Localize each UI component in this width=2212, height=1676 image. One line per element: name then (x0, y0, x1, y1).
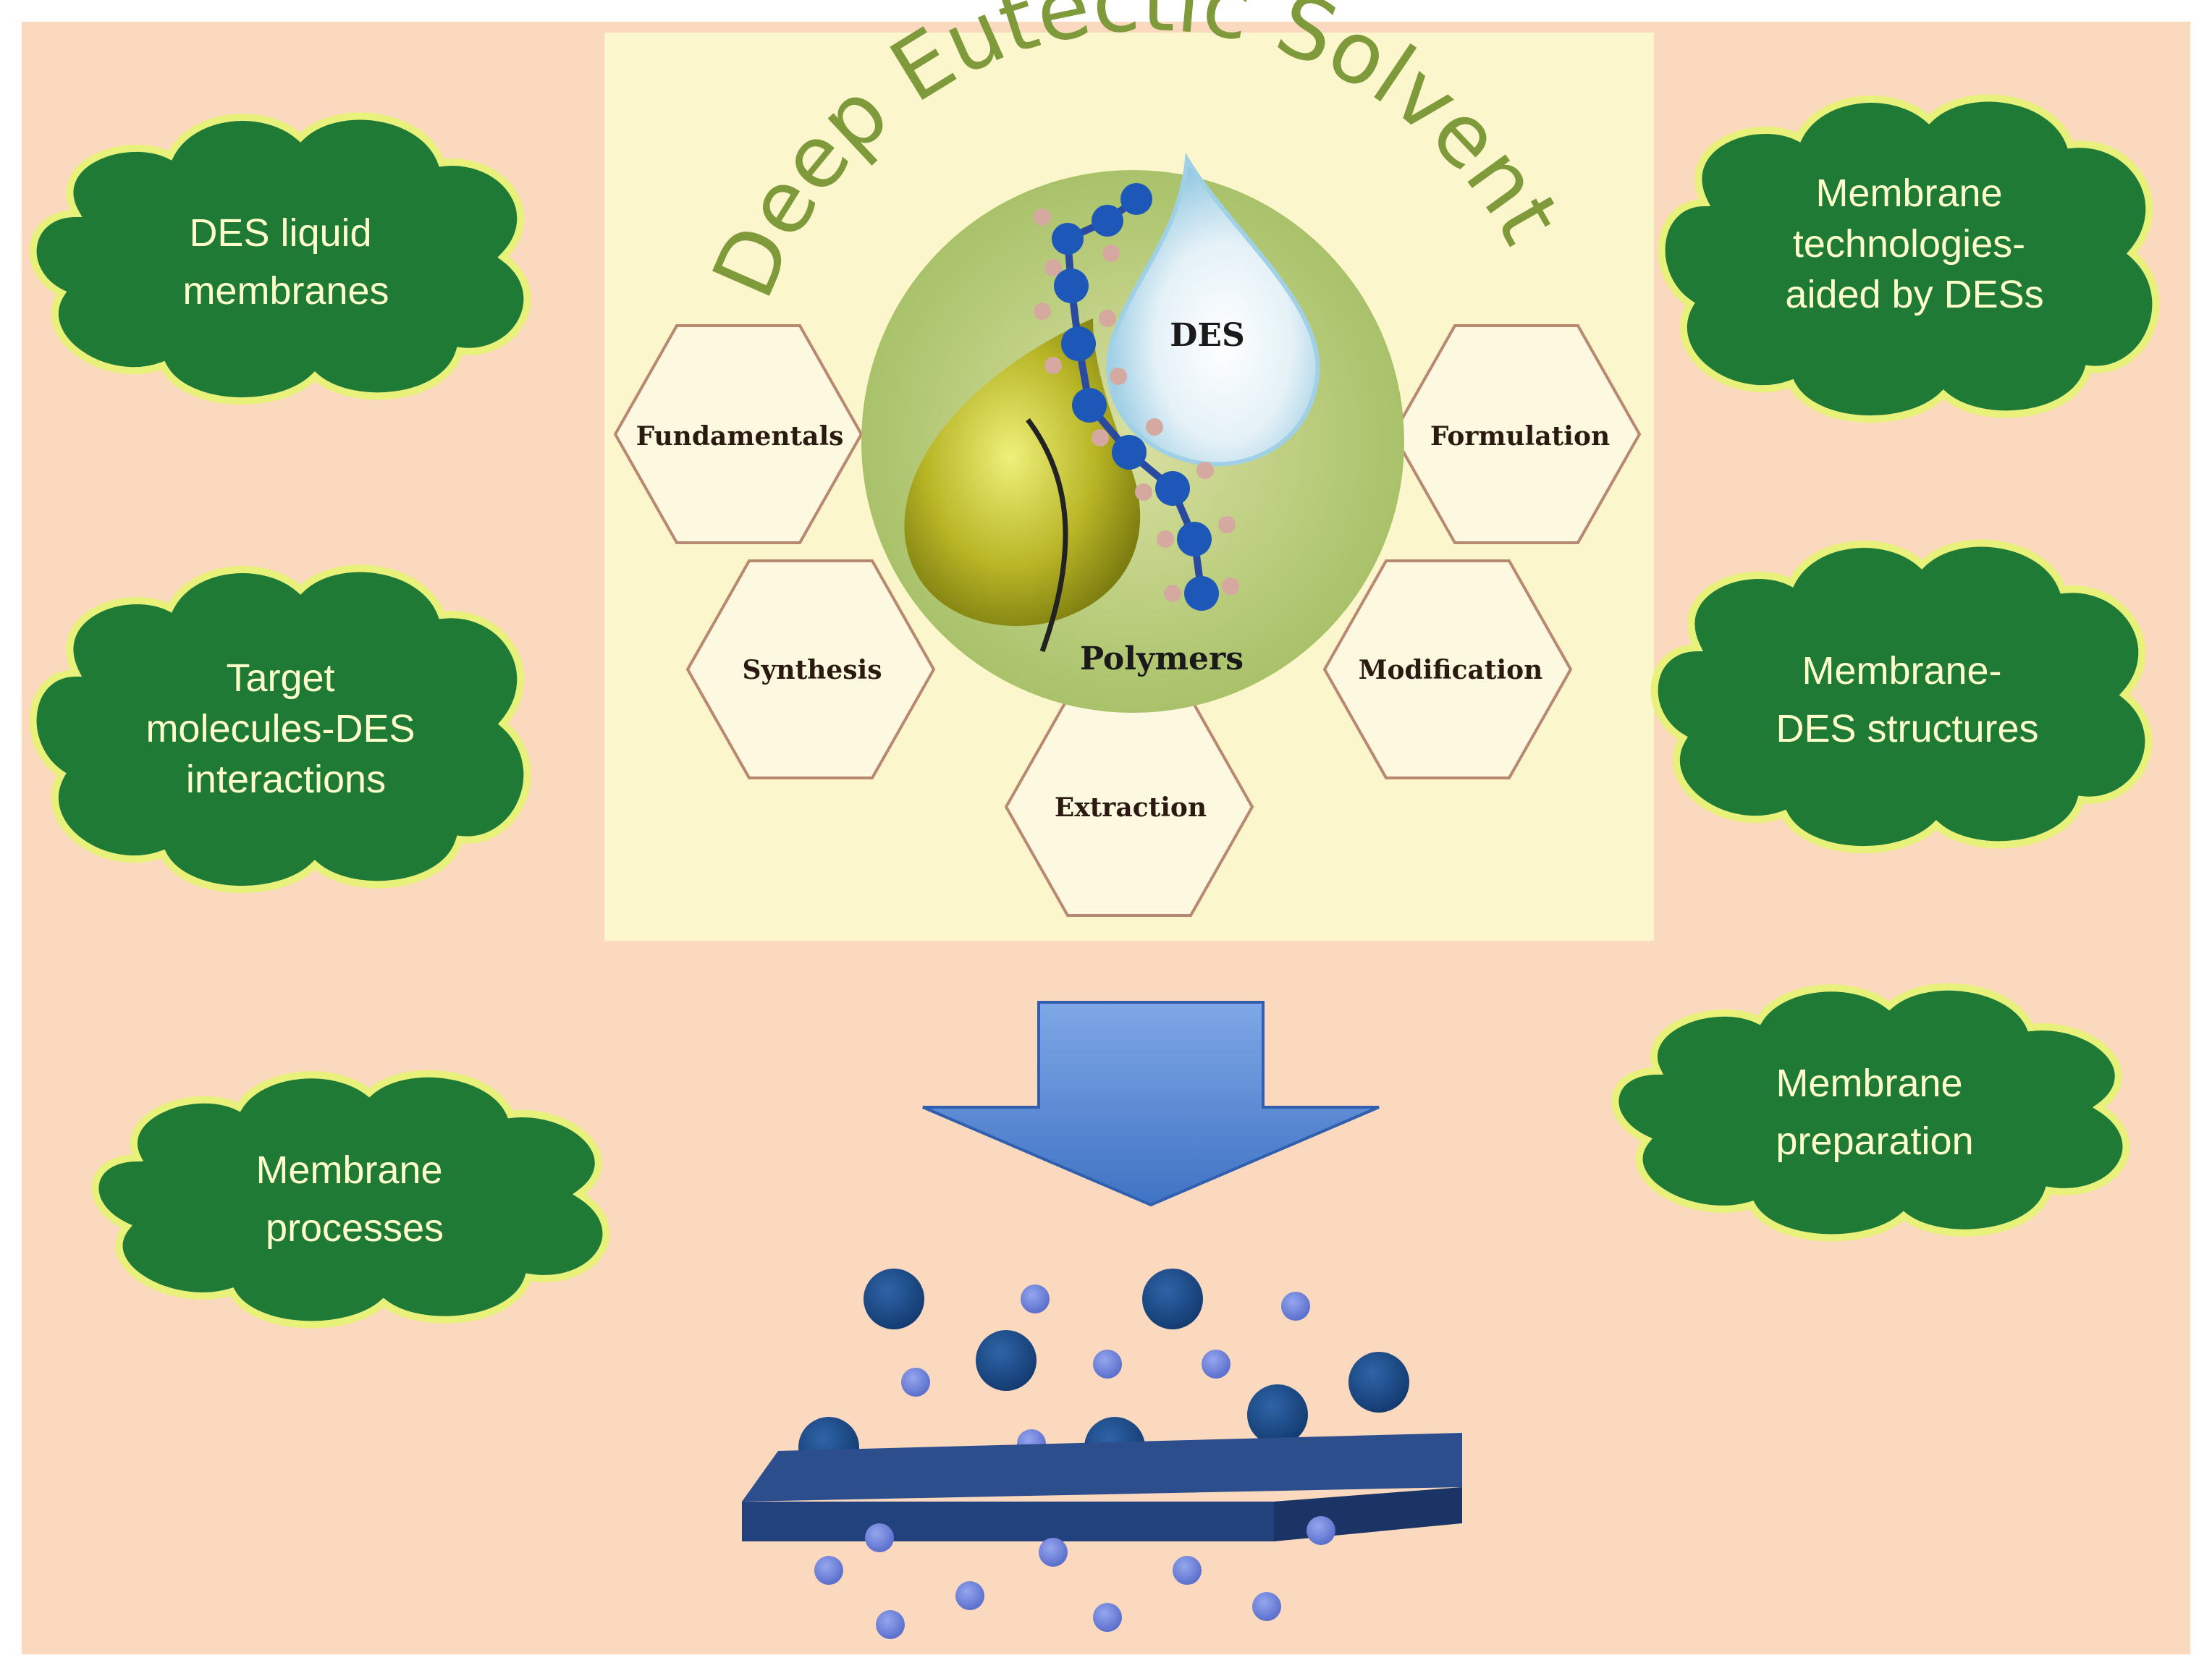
hexagon-synthesis: Synthesis (685, 559, 936, 779)
polymer-chain-icon (1034, 183, 1239, 611)
cloud-membrane-preparation-text: Membrane preparation (1776, 1062, 1973, 1163)
cloud-target-molecules-text: Target molecules-DES interactions (145, 656, 426, 801)
cloud-line: Membrane (1815, 172, 2002, 215)
polymers-label: Polymers (1080, 640, 1244, 677)
cloud-membrane-des-structures: Membrane- DES structures (1650, 539, 2153, 854)
cloud-membrane-des-structures-text: Membrane- DES structures (1776, 649, 2038, 750)
membrane-illustration (742, 1269, 1462, 1639)
hexagon-fundamentals: Fundamentals (613, 324, 864, 544)
cloud-membrane-preparation: Membrane preparation (1611, 983, 2130, 1242)
cloud-line: aided by DESs (1785, 273, 2043, 316)
particle-small-below (814, 1516, 1335, 1639)
cloud-membrane-technologies: Membrane technologies- aided by DESs (1658, 94, 2160, 423)
cloud-membrane-processes-text: Membrane processes (256, 1148, 453, 1250)
membrane-slab (742, 1502, 1274, 1541)
cloud-membrane-processes: Membrane processes (91, 1070, 610, 1329)
down-arrow-icon (922, 1001, 1380, 1207)
cloud-line: preparation (1776, 1120, 1973, 1163)
hexagon-synthesis-label: Synthesis (742, 655, 882, 685)
leaf-vein-icon (1026, 418, 1068, 653)
des-label: DES (1170, 317, 1244, 354)
hexagon-fundamentals-label: Fundamentals (636, 421, 844, 452)
membrane-top-face (742, 1433, 1462, 1502)
hexagon-formulation-label: Formulation (1430, 421, 1610, 452)
cloud-line: Membrane (256, 1148, 442, 1192)
cloud-des-liquid-membranes-text: DES liquid membranes (182, 211, 389, 313)
cloud-line: Membrane (1776, 1062, 1962, 1105)
cloud-line: processes (266, 1206, 444, 1250)
cloud-line: technologies- (1793, 222, 2025, 266)
cloud-target-molecules: Target molecules-DES interactions (29, 564, 531, 894)
cloud-line: membranes (182, 269, 389, 313)
hexagon-modification: Modification (1322, 559, 1573, 779)
cloud-membrane-technologies-text: Membrane technologies- aided by DESs (1785, 172, 2043, 316)
cloud-line: DES structures (1776, 707, 2038, 750)
cloud-des-liquid-membranes: DES liquid membranes (29, 112, 531, 405)
hexagon-formulation: Formulation (1391, 324, 1642, 544)
cloud-line: Target (226, 656, 334, 700)
hexagon-modification-label: Modification (1359, 655, 1543, 685)
cloud-line: DES liquid (189, 211, 371, 255)
cloud-line: interactions (186, 758, 386, 801)
cloud-line: Membrane- (1802, 649, 2001, 693)
hexagon-extraction-label: Extraction (1055, 792, 1207, 823)
cloud-line: molecules-DES (145, 707, 415, 750)
